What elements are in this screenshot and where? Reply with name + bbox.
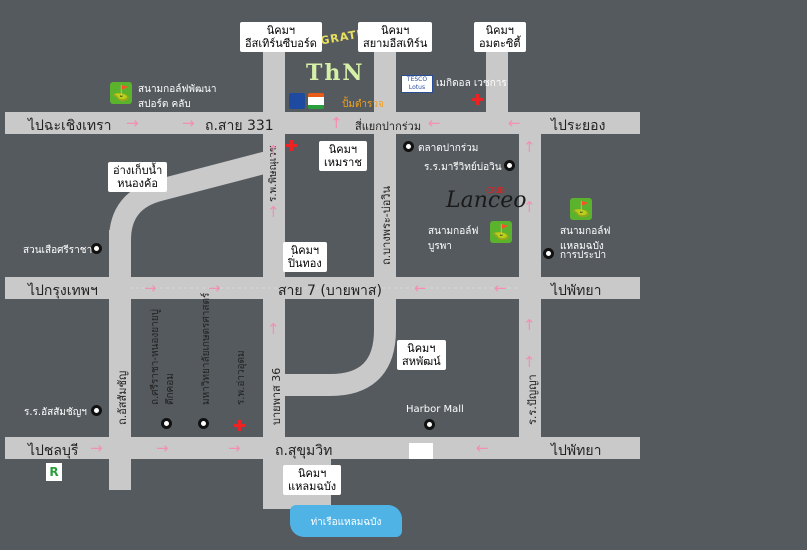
arrow-icon: ←: [494, 279, 507, 297]
road-assumption: [109, 230, 131, 490]
label-market: ตลาดปากร่วม: [418, 143, 479, 154]
box-reservoir: อ่างเก็บน้ำ หนองค้อ: [108, 162, 168, 192]
arrow-icon: ↑: [523, 353, 536, 371]
arrow-icon: ↑: [267, 142, 280, 160]
tesco-lotus-icon: TESCO Lotus: [401, 75, 433, 93]
arrow-icon: ←: [414, 279, 427, 297]
hospital-cross-icon: [472, 94, 483, 105]
label-harbor-mall: Harbor Mall: [406, 404, 464, 415]
road-amata: [486, 52, 508, 112]
golf-icon: ⛳: [570, 198, 592, 220]
roundabout-left: [105, 273, 135, 303]
box-pinthong: นิคมฯ ปิ่นทอง: [283, 242, 327, 272]
label-sukhumvit: ถ.สุขุมวิท: [275, 443, 333, 459]
label-pak-ruam: สี่แยกปากร่วม: [355, 120, 422, 133]
arrow-icon: ←: [508, 114, 521, 132]
arrow-icon: →: [126, 114, 139, 132]
label-road-331: ถ.สาย 331: [205, 118, 274, 134]
label-bypass-36: บายพาส 36: [270, 367, 283, 425]
thn-logo: ThN: [306, 60, 365, 86]
landmark-dot-icon: [198, 418, 209, 429]
seven-eleven-icon: [308, 93, 324, 109]
label-prapa: การประปา: [560, 250, 607, 261]
arrow-icon: →: [144, 279, 157, 297]
label-to-pattaya-mid: ไปพัทยา: [551, 283, 602, 299]
bank-icon: [289, 93, 305, 109]
label-to-bangkok: ไปกรุงเทพฯ: [28, 283, 98, 299]
golf-icon: ⛳: [110, 82, 132, 104]
road-siam-east: [374, 52, 396, 112]
arrow-icon: ↑: [523, 316, 536, 334]
arrow-icon: →: [208, 279, 221, 297]
arrow-icon: ←: [428, 114, 441, 132]
label-assumption-rd: ถ.อัสสัมชัญ: [116, 370, 129, 425]
lanceo-crib-text: CRIB: [486, 186, 505, 195]
hotel-logo-icon: R: [46, 463, 62, 481]
box-sahapat: นิคมฯ สหพัฒน์: [397, 340, 446, 370]
label-golf-burapha: สนามกอล์ฟ บูรพา: [428, 226, 479, 252]
label-to-chonburi: ไปชลบุรี: [28, 443, 79, 459]
box-amata-city: นิคมฯ อมตะซิตี้: [474, 22, 526, 52]
landmark-dot-icon: [161, 418, 172, 429]
arrow-icon: ←: [476, 439, 489, 457]
label-university: มหาวิทยาลัยเกษตรศาสตร์: [201, 292, 212, 405]
label-school-marie: ร.ร.มารีวิทย์บ่อวิน: [424, 162, 502, 173]
arrow-icon: →: [90, 439, 103, 457]
roundabout-right: [515, 273, 545, 303]
label-route-7: สาย 7 (บายพาส): [278, 283, 382, 299]
box-hemaraj: นิคมฯ เหมราช: [319, 141, 367, 171]
golf-icon: ⛳: [490, 221, 512, 243]
label-golf-phattana: สนามกอล์ฟพัฒนา สปอร์ต คลับ: [138, 84, 217, 110]
arrow-icon: →: [228, 439, 241, 457]
label-golf-laem-chabang: สนามกอล์ฟ แหลมฉบัง: [560, 226, 611, 252]
arrow-icon: ↑: [523, 138, 536, 156]
landmark-dot-icon: [504, 160, 515, 171]
landmark-dot-icon: [424, 419, 435, 430]
label-bang-phra: ถ.บางพระ-บ่อวิน: [380, 185, 393, 265]
label-suan-suea: สวนเสือศรีราชา: [23, 245, 93, 256]
landmark-dot-icon: [403, 141, 414, 152]
landmark-dot-icon: [543, 248, 554, 259]
label-school-assumption: ร.ร.อัสสัมชัญฯ: [24, 407, 87, 418]
road-331: [5, 112, 640, 134]
landmark-dot-icon: [91, 243, 102, 254]
label-sriracha-nongkho: ถ.ศรีราชา-หนองยายบู่: [150, 309, 161, 405]
lanceo-logo: Lanceo: [446, 188, 527, 213]
label-hospital: ร.พ.อ่าวอุดม: [236, 350, 247, 405]
arrow-icon: ↑: [523, 198, 536, 216]
blank-sign: [409, 443, 433, 459]
road-bang-phra-curve: [276, 134, 396, 396]
arrow-icon: →: [156, 439, 169, 457]
arrow-icon: ↑: [267, 203, 280, 221]
sea-water: [290, 505, 402, 537]
label-pier: ท่าเรือแหลมฉบัง: [310, 517, 382, 528]
label-to-rayong: ไประยอง: [551, 118, 606, 134]
landmark-dot-icon: [91, 405, 102, 416]
label-tk-park: ตึกคอม: [165, 373, 176, 405]
hospital-cross-icon: [286, 140, 297, 151]
box-laem-chabang: นิคมฯ แหลมฉบัง: [283, 465, 342, 495]
label-to-pattaya-bottom: ไปพัทยา: [551, 443, 602, 459]
label-megamall: เมกิดอล เวชการ: [436, 78, 507, 89]
box-eastern-seaboard-siam: นิคมฯ สยามอีสเทิร์น: [358, 22, 433, 52]
arrow-icon: →: [182, 114, 195, 132]
label-to-chachoengsao: ไปฉะเชิงเทรา: [28, 118, 112, 134]
label-school-right: ร.ร.ปัญญา: [526, 374, 539, 425]
hospital-cross-icon: [234, 420, 245, 431]
arrow-icon: ↑: [267, 320, 280, 338]
arrow-icon: ↑: [330, 114, 343, 132]
police-station-label: ปั้มตำรวจ: [342, 99, 384, 110]
road-sukhumvit: [5, 437, 640, 459]
box-eastern-seaboard-estate: นิคมฯ อีสเทิร์นซีบอร์ด: [240, 22, 322, 52]
